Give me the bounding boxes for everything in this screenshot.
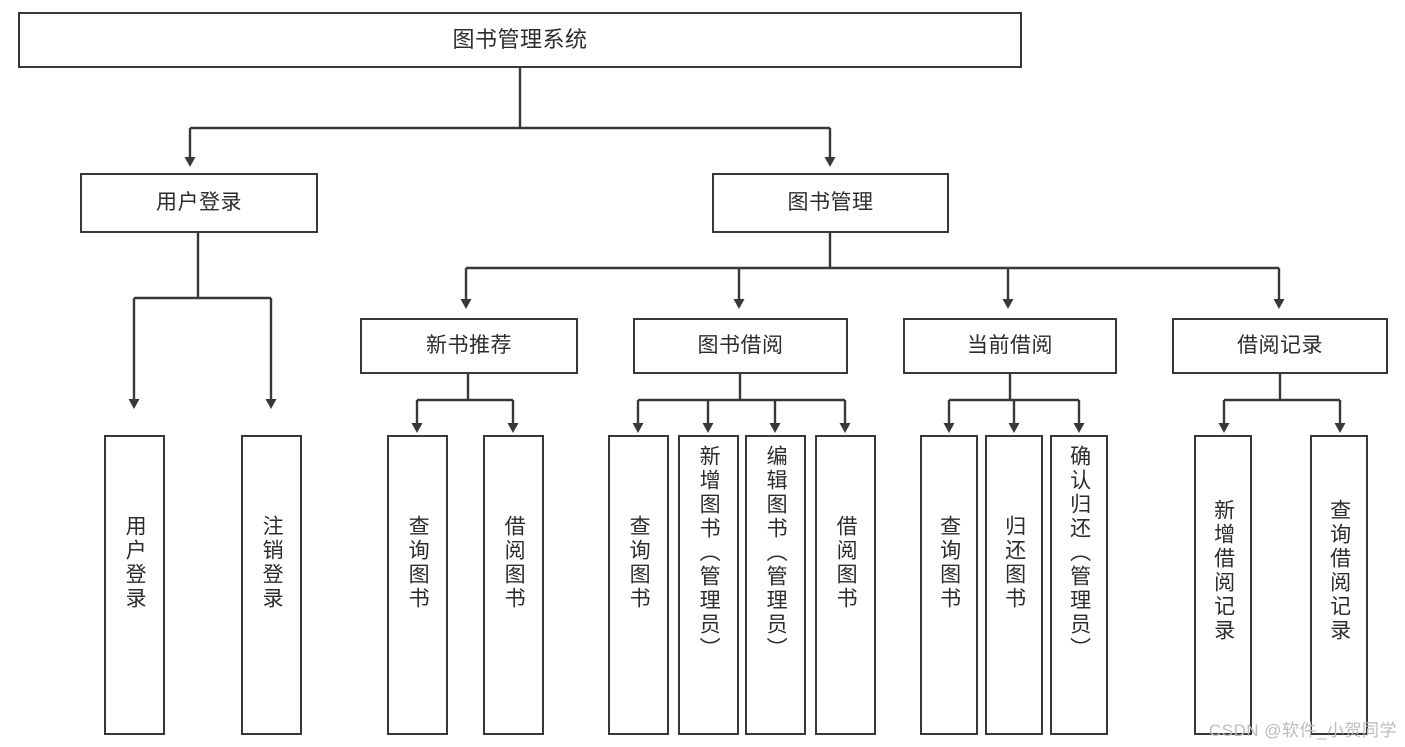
node-label: 新书推荐 — [426, 333, 512, 357]
leaf-logout-login[interactable]: 注销登录 — [241, 435, 302, 735]
leaf-query-borrow-record[interactable]: 查询借阅记录 — [1310, 435, 1368, 735]
leaf-user-login[interactable]: 用户登录 — [104, 435, 165, 735]
node-label: 查询借阅记录 — [1327, 499, 1351, 643]
node-new-book-recommend[interactable]: 新书推荐 — [360, 318, 578, 374]
node-label: 借阅记录 — [1237, 333, 1323, 357]
csdn-watermark: CSDN @软件_小贺同学 — [1208, 721, 1397, 740]
leaf-borrow-book-recommend[interactable]: 借阅图书 — [483, 435, 544, 735]
node-current-borrow[interactable]: 当前借阅 — [903, 318, 1117, 374]
node-label: 用户登录 — [156, 190, 242, 214]
node-label: 查询图书 — [627, 515, 651, 611]
node-book-management-system[interactable]: 图书管理系统 — [18, 12, 1022, 68]
node-label: 查询图书 — [937, 515, 961, 611]
node-book-borrow[interactable]: 图书借阅 — [633, 318, 848, 374]
node-label: 编辑图书（管理员） — [764, 445, 788, 661]
leaf-confirm-return-admin[interactable]: 确认归还（管理员） — [1050, 435, 1108, 735]
leaf-add-book-admin[interactable]: 新增图书（管理员） — [678, 435, 739, 735]
node-label: 用户登录 — [123, 515, 147, 611]
node-label: 当前借阅 — [967, 333, 1053, 357]
node-label: 图书管理系统 — [452, 27, 588, 53]
leaf-borrow-book[interactable]: 借阅图书 — [815, 435, 876, 735]
node-label: 借阅图书 — [834, 515, 858, 611]
node-label: 查询图书 — [406, 515, 430, 611]
leaf-add-borrow-record[interactable]: 新增借阅记录 — [1194, 435, 1252, 735]
leaf-query-book-borrow[interactable]: 查询图书 — [608, 435, 669, 735]
node-label: 确认归还（管理员） — [1067, 445, 1091, 661]
leaf-return-book[interactable]: 归还图书 — [985, 435, 1043, 735]
node-label: 新增借阅记录 — [1211, 499, 1235, 643]
node-borrow-record[interactable]: 借阅记录 — [1172, 318, 1388, 374]
node-label: 注销登录 — [260, 515, 284, 611]
node-book-management[interactable]: 图书管理 — [712, 173, 949, 233]
node-label: 新增图书（管理员） — [697, 445, 721, 661]
node-label: 借阅图书 — [502, 515, 526, 611]
leaf-edit-book-admin[interactable]: 编辑图书（管理员） — [745, 435, 806, 735]
node-label: 归还图书 — [1002, 515, 1026, 611]
leaf-query-book-current[interactable]: 查询图书 — [920, 435, 978, 735]
node-label: 图书管理 — [787, 190, 874, 214]
leaf-query-book-recommend[interactable]: 查询图书 — [387, 435, 448, 735]
node-label: 图书借阅 — [697, 333, 784, 357]
node-user-login[interactable]: 用户登录 — [80, 173, 318, 233]
